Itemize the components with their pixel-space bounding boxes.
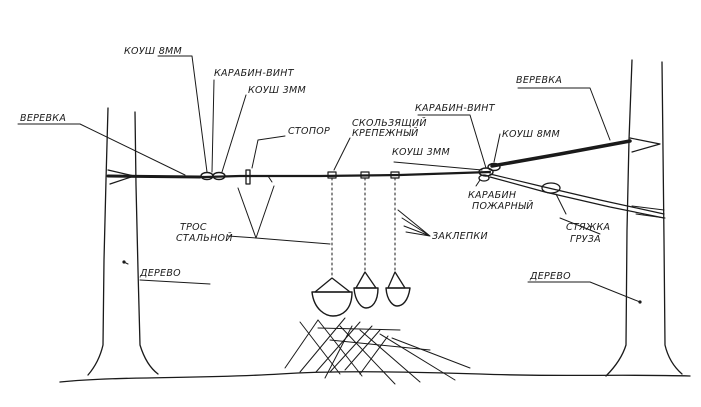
- ground-line: [59, 371, 691, 383]
- thimble-8mm-right: [487, 162, 501, 172]
- label-kaush-3mm-mid: КОУШ 3ММ: [392, 147, 450, 158]
- stopper: [245, 169, 251, 185]
- left-tree: [87, 107, 159, 376]
- label-karabin-vint-left: КАРАБИН-ВИНТ: [214, 68, 295, 79]
- label-karabin-2: ПОЖАРНЫЙ: [472, 200, 534, 212]
- right-rope: [490, 139, 632, 168]
- label-tros-2: СТАЛЬНОЙ: [176, 232, 233, 244]
- label-stopor: СТОПОР: [288, 126, 330, 137]
- label-derevo-right: ДЕРЕВО: [529, 271, 571, 282]
- label-skolzyashchiy-2: КРЕПЕЖНЫЙ: [352, 127, 419, 139]
- label-skolzyashchiy-1: СКОЛЬЗЯЩИЙ: [352, 117, 427, 129]
- marker-dot-right: [638, 300, 642, 304]
- falling-sticks: [284, 317, 471, 385]
- right-tree: [605, 59, 683, 377]
- label-tros-1: ТРОС: [180, 222, 207, 233]
- tie-rope: [489, 173, 665, 215]
- label-styazhka-1: СТЯЖКА: [566, 222, 610, 233]
- label-kaush-8mm-right: КОУШ 8ММ: [502, 129, 560, 140]
- label-kaush-3mm-left: КОУШ 3ММ: [248, 85, 306, 96]
- hanging-chains: [331, 177, 396, 279]
- label-styazhka-2: ГРУЗА: [570, 234, 601, 245]
- label-karabin-1: КАРАБИН: [468, 190, 516, 201]
- label-karabin-vint-right: КАРАБИН-ВИНТ: [415, 103, 496, 114]
- label-zaklepki: ЗАКЛЕПКИ: [432, 231, 488, 242]
- label-derevo-left: ДЕРЕВО: [139, 268, 181, 279]
- weight-left: [311, 277, 353, 317]
- label-verevka-left: ВЕРЕВКА: [20, 113, 66, 124]
- weight-middle: [353, 271, 379, 309]
- left-rope: [106, 174, 202, 179]
- carabiner-screw-left: [212, 171, 226, 181]
- weight-right: [385, 271, 411, 307]
- load-tie-device: [541, 182, 561, 194]
- label-verevka-right: ВЕРЕВКА: [516, 75, 562, 86]
- label-kaush-8mm-top: КОУШ 8ММ: [124, 46, 182, 57]
- marker-dot-left: [122, 260, 126, 264]
- pointer-lines: [17, 55, 641, 303]
- fire-carabiner: [478, 174, 490, 182]
